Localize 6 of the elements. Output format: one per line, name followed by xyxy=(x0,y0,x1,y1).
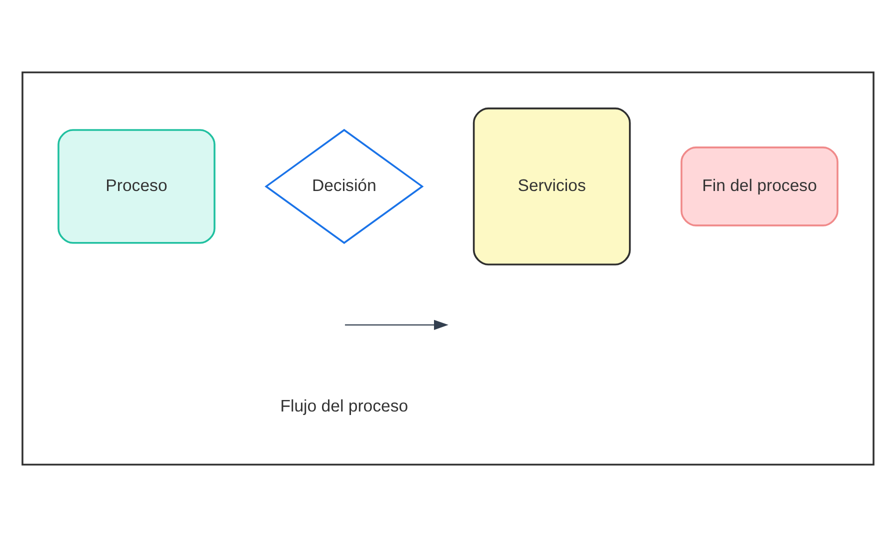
node-box: Servicios xyxy=(472,108,631,266)
node-box: Proceso xyxy=(58,129,216,244)
node-diamond: Decisión xyxy=(264,128,424,244)
cluster xyxy=(22,72,874,466)
legend-label: Flujo del proceso xyxy=(280,396,408,416)
node-box: Fin del proceso xyxy=(680,146,838,226)
